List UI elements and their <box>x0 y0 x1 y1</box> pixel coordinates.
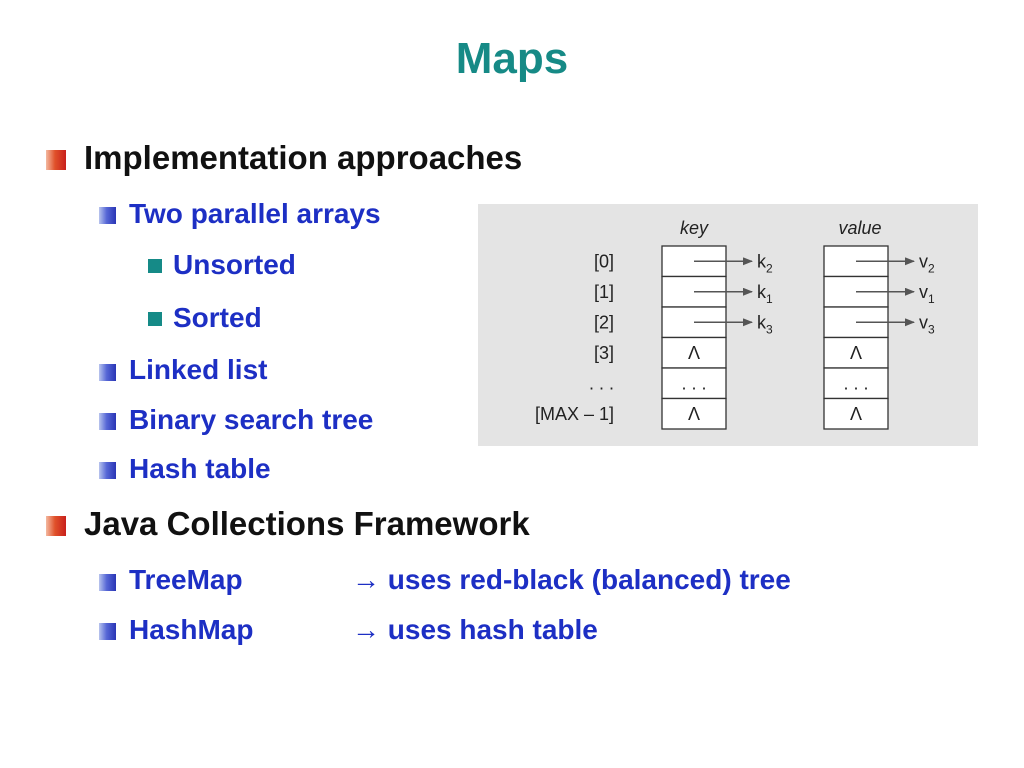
value-target-label: v1 <box>919 282 935 306</box>
blue-square-bullet-icon <box>99 364 116 381</box>
value-cell-value: Λ <box>850 343 862 363</box>
key-cell-value: Λ <box>688 404 700 424</box>
key-header: key <box>680 218 709 238</box>
hashmap-detail-text: uses hash table <box>387 614 598 645</box>
parallel-arrays-diagram: key value [0] [1] [2] [3] Λ Λ . . . . . . . . . [MA… <box>478 204 978 446</box>
bullet-java-collections-framework: Java Collections Framework <box>84 505 530 542</box>
red-square-bullet-icon <box>46 150 66 170</box>
value-array-cell <box>823 367 889 400</box>
blue-square-bullet-icon <box>99 623 116 640</box>
parallel-arrays-svg: key value [0] [1] [2] [3] Λ Λ . . . . . . . . . [MA… <box>535 218 935 430</box>
treemap-detail-text: uses red-black (balanced) tree <box>387 564 791 595</box>
bullet-two-parallel-arrays: Two parallel arrays <box>129 198 381 229</box>
right-arrow-icon: → <box>352 564 380 595</box>
key-cell-value: . . . <box>681 373 706 393</box>
hashmap-detail: → uses hash table <box>352 614 598 646</box>
treemap-detail: → uses red-black (balanced) tree <box>352 564 791 596</box>
bullet-sorted: Sorted <box>173 302 262 333</box>
right-arrow-icon: → <box>352 614 380 645</box>
key-cell-value: Λ <box>688 343 700 363</box>
bullet-implementation-approaches: Implementation approaches <box>84 139 523 176</box>
blue-square-bullet-icon <box>99 413 116 430</box>
row-index-label: . . . <box>589 373 614 393</box>
slide-title: Maps <box>455 34 569 83</box>
blue-square-bullet-icon <box>99 462 116 479</box>
row-index-label: [3] <box>594 343 614 363</box>
row-index-label: [0] <box>594 251 614 271</box>
bullet-hash-table: Hash table <box>129 453 271 484</box>
red-square-bullet-icon <box>46 516 66 536</box>
row-index-label: [1] <box>594 282 614 302</box>
row-index-label: [MAX – 1] <box>535 404 614 424</box>
key-target-label: k1 <box>757 282 773 306</box>
blue-square-bullet-icon <box>99 574 116 591</box>
value-array-cell <box>823 397 889 430</box>
bullet-linked-list: Linked list <box>129 354 268 385</box>
bullet-unsorted: Unsorted <box>173 249 296 280</box>
bullet-hashmap: HashMap <box>129 614 254 645</box>
value-cell-value: Λ <box>850 404 862 424</box>
teal-square-bullet-icon <box>148 312 162 326</box>
value-header: value <box>838 218 881 238</box>
key-array-cell <box>661 397 727 430</box>
bullet-binary-search-tree: Binary search tree <box>129 404 374 435</box>
value-target-label: v3 <box>919 312 935 336</box>
teal-square-bullet-icon <box>148 259 162 273</box>
key-target-label: k2 <box>757 251 773 275</box>
value-array-cell <box>823 336 889 369</box>
key-target-label: k3 <box>757 312 773 336</box>
blue-square-bullet-icon <box>99 207 116 224</box>
value-target-label: v2 <box>919 251 935 275</box>
value-cell-value: . . . <box>843 373 868 393</box>
row-index-label: [2] <box>594 312 614 332</box>
bullet-treemap: TreeMap <box>129 564 243 595</box>
